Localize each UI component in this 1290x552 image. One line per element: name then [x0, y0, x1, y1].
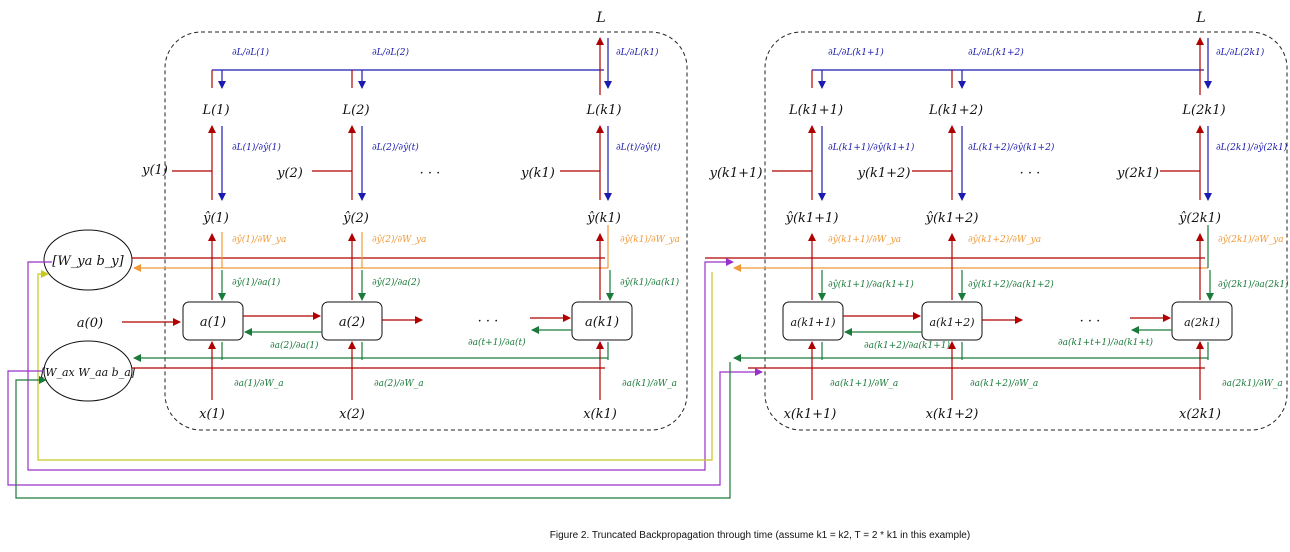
seg2-ellipsis-top: · · ·: [1020, 166, 1041, 181]
seg2-pred-k: ŷ(2k1): [1178, 211, 1221, 226]
seg2-target-2: y(k1+2): [857, 166, 911, 181]
seg1-target-2: y(2): [276, 166, 303, 181]
segment-1-region: [164, 31, 688, 431]
seg2-input-k: x(2k1): [1179, 407, 1221, 422]
seg1-hidden-1: a(1): [200, 315, 226, 330]
seg2-pred-a-grad-1: ∂ŷ(k1+1)/∂a(k1+1): [828, 279, 914, 290]
seg2-ellipsis-mid: · · ·: [1080, 314, 1101, 329]
seg1-hidden-box-k: [571, 301, 633, 341]
segment-2: L ∂L/∂L(k1+1) ∂L/∂L(k1+2) ∂L/∂L(2k1) L(k…: [709, 10, 1290, 422]
seg2-loss-1: L(k1+1): [788, 103, 843, 118]
seg1-pred-2: ŷ(2): [342, 211, 369, 226]
seg2-target-k: y(2k1): [1116, 166, 1159, 181]
seg1-pred-a-grad-2: ∂ŷ(2)/∂a(2): [372, 277, 421, 288]
seg2-pred-2: ŷ(k1+2): [925, 211, 979, 226]
seg2-pred-a-grad-2: ∂ŷ(k1+2)/∂a(k1+2): [968, 279, 1054, 290]
seg1-pred-1: ŷ(1): [202, 211, 229, 226]
segment-2-region: [764, 31, 1288, 431]
seg2-loss-k: L(2k1): [1181, 103, 1225, 118]
seg1-loss-1: L(1): [201, 103, 229, 118]
seg1-input-1: x(1): [199, 407, 225, 422]
seg2-hidden-back-grad-far: ∂a(k1+t+1)/∂a(k1+t): [1058, 337, 1154, 348]
seg2-loss-2: L(k1+2): [928, 103, 983, 118]
seg1-hidden-back-grad-far: ∂a(t+1)/∂a(t): [468, 337, 526, 348]
seg2-pred-a-grad-k: ∂ŷ(2k1)/∂a(2k1): [1218, 279, 1289, 290]
seg1-total-grad-1: ∂L/∂L(1): [232, 47, 270, 58]
seg2-pred-w-grad-k: ∂ŷ(2k1)/∂W_ya: [1218, 234, 1284, 245]
seg1-pred-w-grad-1: ∂ŷ(1)/∂W_ya: [232, 234, 286, 245]
seg1-pred-w-grad-2: ∂ŷ(2)/∂W_ya: [372, 234, 426, 245]
seg2-total-grad-1: ∂L/∂L(k1+1): [828, 47, 884, 58]
param-wya-node: [43, 229, 133, 291]
seg1-hidden-2: a(2): [339, 315, 365, 330]
segment-1: L ∂L/∂L(1) ∂L/∂L(2) ∂L/∂L(k1) L(1) L(2) …: [141, 10, 680, 422]
seg1-hidden-box-2: [321, 301, 383, 341]
seg1-hidden-w-grad-1: ∂a(1)/∂W_a: [234, 378, 284, 389]
seg1-loss-grad-2: ∂L(2)/∂ŷ(t): [372, 142, 419, 153]
seg1-loss-k: L(k1): [586, 103, 622, 118]
seg1-pred-k: ŷ(k1): [586, 211, 621, 226]
seg2-input-2: x(k1+2): [926, 407, 979, 422]
seg1-total-loss: L: [595, 10, 605, 26]
seg1-input-2: x(2): [339, 407, 365, 422]
seg2-hidden-w-grad-k: ∂a(2k1)/∂W_a: [1222, 378, 1283, 389]
figure-caption: Figure 2. Truncated Backpropagation thro…: [550, 530, 970, 541]
seg2-total-loss: L: [1195, 10, 1205, 26]
seg2-target-1: y(k1+1): [709, 166, 763, 181]
seg2-pred-w-grad-2: ∂ŷ(k1+2)/∂W_ya: [968, 234, 1041, 245]
seg2-total-grad-k: ∂L/∂L(2k1): [1216, 47, 1265, 58]
seg1-total-grad-k: ∂L/∂L(k1): [616, 47, 659, 58]
seg2-hidden-w-grad-1: ∂a(k1+1)/∂W_a: [830, 378, 898, 389]
param-wa-label: [W_ax W_aa b_a]: [41, 366, 136, 379]
seg1-pred-a-grad-1: ∂ŷ(1)/∂a(1): [232, 277, 281, 288]
initial-hidden-label: a(0): [77, 316, 103, 331]
seg1-input-k: x(k1): [583, 407, 617, 422]
param-wya-label: [W_ya b_y]: [52, 254, 124, 269]
seg2-loss-grad-2: ∂L(k1+2)/∂ŷ(k1+2): [968, 142, 1055, 153]
seg2-hidden-1: a(k1+1): [790, 316, 835, 329]
seg1-pred-a-grad-k: ∂ŷ(k1)/∂a(k1): [620, 277, 680, 288]
seg1-loss-grad-1: ∂L(1)/∂ŷ(1): [232, 142, 281, 153]
seg2-pred-w-grad-1: ∂ŷ(k1+1)/∂W_ya: [828, 234, 901, 245]
seg1-pred-w-grad-k: ∂ŷ(k1)/∂W_ya: [620, 234, 680, 245]
seg2-hidden-box-1: [782, 301, 844, 341]
seg1-hidden-w-grad-2: ∂a(2)/∂W_a: [374, 378, 424, 389]
seg1-target-k: y(k1): [520, 166, 555, 181]
seg2-hidden-2: a(k1+2): [929, 316, 974, 329]
seg2-pred-1: ŷ(k1+1): [785, 211, 839, 226]
seg2-hidden-box-2: [921, 301, 983, 341]
seg2-hidden-box-k: [1171, 301, 1233, 341]
seg2-hidden-back-grad: ∂a(k1+2)/∂a(k1+1): [864, 340, 950, 351]
seg2-input-1: x(k1+1): [784, 407, 837, 422]
seg1-hidden-box-1: [182, 301, 244, 341]
seg1-total-grad-2: ∂L/∂L(2): [372, 47, 410, 58]
seg2-total-grad-2: ∂L/∂L(k1+2): [968, 47, 1024, 58]
seg2-loss-grad-k: ∂L(2k1)/∂ŷ(2k1): [1216, 142, 1288, 153]
seg1-ellipsis-top: · · ·: [420, 166, 441, 181]
seg1-loss-grad-k: ∂L(t)/∂ŷ(t): [616, 142, 661, 153]
seg1-hidden-k: a(k1): [585, 315, 619, 330]
seg1-loss-2: L(2): [341, 103, 369, 118]
seg2-hidden-k: a(2k1): [1184, 316, 1220, 329]
seg2-hidden-w-grad-2: ∂a(k1+2)/∂W_a: [970, 378, 1038, 389]
seg1-hidden-back-grad: ∂a(2)/∂a(1): [270, 340, 319, 351]
seg1-hidden-w-grad-k: ∂a(k1)/∂W_a: [622, 378, 677, 389]
seg1-target-1: y(1): [141, 163, 168, 178]
seg1-ellipsis-mid: · · ·: [478, 314, 499, 329]
seg2-loss-grad-1: ∂L(k1+1)/∂ŷ(k1+1): [828, 142, 915, 153]
